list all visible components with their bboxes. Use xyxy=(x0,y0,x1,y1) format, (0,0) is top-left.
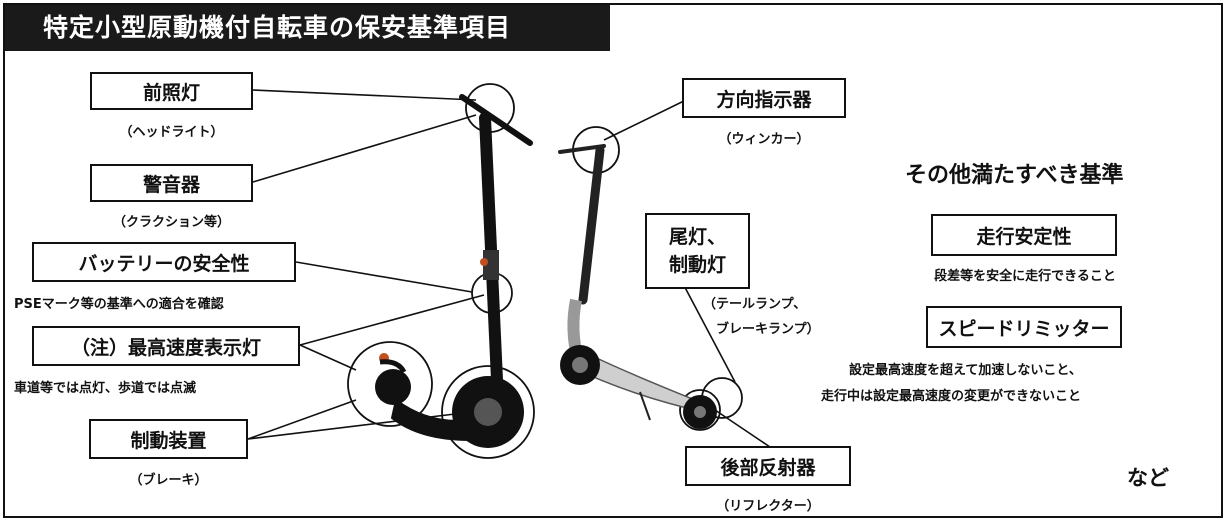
speed-light-leader-top xyxy=(299,294,485,346)
turn-signal-box: 方向指示器 xyxy=(682,78,846,118)
tail-light-box: 尾灯、 制動灯 xyxy=(645,213,750,289)
horn-note: （クラクション等） xyxy=(112,215,230,230)
rear-wheel xyxy=(375,369,411,405)
limiter-note-1: 設定最高速度を超えて加速しないこと、 xyxy=(849,363,1082,378)
horn-leader xyxy=(252,114,477,183)
handlebar xyxy=(459,94,533,146)
tail-light-note-2: ブレーキランプ） xyxy=(716,322,820,337)
brake-box: 制動装置 xyxy=(89,419,248,459)
limiter-note-2: 走行中は設定最高速度の変更ができないこと xyxy=(821,389,1082,404)
battery-box: バッテリーの安全性 xyxy=(32,242,296,282)
stability-note: 段差等を安全に走行できること xyxy=(934,269,1116,284)
reflector-note: （リフレクター） xyxy=(716,499,820,514)
figure-title: 特定小型原動機付自転車の保安基準項目 xyxy=(5,5,610,51)
stem xyxy=(479,112,503,386)
figure-frame xyxy=(3,3,1223,518)
speed-light-leader-bottom xyxy=(299,344,357,371)
leader-lines xyxy=(247,89,771,448)
other-standards-heading: その他満たすべき基準 xyxy=(905,163,1124,188)
reflector-leader xyxy=(714,409,771,448)
turn-signal-note: （ウィンカー） xyxy=(718,132,810,147)
battery-leader xyxy=(295,261,473,293)
tail-light-label-1: 尾灯、 xyxy=(668,226,726,248)
headlight-leader xyxy=(252,89,477,101)
tail-light-leader xyxy=(679,277,736,383)
small-stem xyxy=(578,145,605,305)
stem-light xyxy=(480,258,488,266)
headlight-note: （ヘッドライト） xyxy=(119,125,224,140)
brake-leader-rear xyxy=(247,409,489,440)
etc-label: など xyxy=(1127,466,1169,490)
scooter-silver xyxy=(558,144,717,429)
scooter-black xyxy=(375,94,533,448)
headlight-box: 前照灯 xyxy=(90,72,253,110)
limiter-box: スピードリミッター xyxy=(926,306,1122,348)
tail-light-note-1: （テールランプ、 xyxy=(703,297,807,312)
battery-note: PSEマーク等の基準への適合を確認 xyxy=(14,297,224,312)
speed-light-note: 車道等では点灯、歩道では点滅 xyxy=(14,381,197,396)
horn-box: 警音器 xyxy=(90,164,253,202)
brake-leader-front xyxy=(247,399,357,440)
tail-light-label-2: 制動灯 xyxy=(668,254,726,276)
turn-signal-leader xyxy=(603,97,691,141)
speed-light-box: （注）最高速度表示灯 xyxy=(32,326,300,366)
brake-note: （ブレーキ） xyxy=(129,473,208,488)
reflector-box: 後部反射器 xyxy=(685,446,851,486)
stability-box: 走行安定性 xyxy=(931,214,1117,256)
front-brake-circle xyxy=(347,341,433,427)
rear-brake-circle xyxy=(441,365,535,459)
reflector-circle xyxy=(679,389,721,431)
